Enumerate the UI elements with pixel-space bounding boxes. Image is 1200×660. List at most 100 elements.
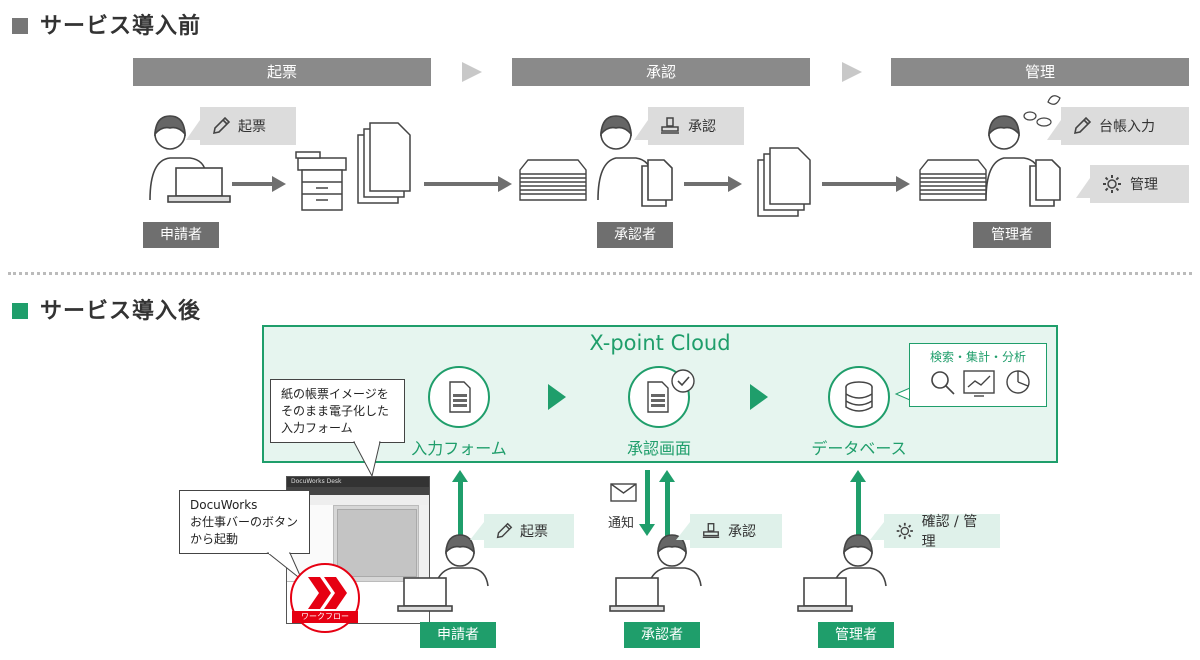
approver-person-icon: [597, 115, 673, 207]
notify-label: 通知: [608, 516, 635, 531]
form-document-icon: [449, 381, 471, 413]
role-applicant-before: 申請者: [143, 222, 219, 248]
node-label-approval: 承認画面: [626, 439, 691, 458]
copier-icon: [295, 151, 347, 211]
callout-pointer: [676, 522, 690, 540]
callout-shonin-text: 承認: [688, 119, 716, 135]
pencil-icon: [212, 116, 231, 135]
gear-icon: [1103, 175, 1121, 193]
analysis-label: 検索・集計・分析: [929, 350, 1026, 364]
up-arrow: [452, 470, 468, 546]
approval-document-icon: [647, 381, 669, 413]
callout-pointer: [470, 522, 484, 540]
note-docuworks: DocuWorks お仕事バーのボタン から起動: [179, 490, 310, 554]
applicant-person-icon: [149, 115, 231, 203]
window-title: DocuWorks Desk: [291, 478, 342, 485]
note-docuworks-line: お仕事バーのボタン: [190, 515, 299, 529]
callout-kakunin-after-text: 確認 / 管理: [921, 514, 978, 550]
before-section-title: サービス導入前: [12, 8, 201, 40]
window-canvas: [337, 509, 417, 577]
play-arrow-icon: [750, 384, 768, 410]
chevron-icon: [842, 62, 862, 82]
manager-person-icon: [985, 115, 1061, 207]
window-menubar: [287, 487, 429, 495]
before-title-text: サービス導入前: [40, 14, 202, 39]
chevron-icon: [462, 62, 482, 82]
role-approver-before: 承認者: [597, 222, 673, 248]
callout-shonin: 承認: [648, 107, 744, 145]
down-arrow: [639, 470, 655, 536]
paper-pile-icon: [519, 159, 587, 201]
callout-kihyo: 起票: [200, 107, 296, 145]
note-docuworks-line: から起動: [190, 532, 239, 546]
form-node-circle[interactable]: [428, 366, 490, 428]
stage-kihyo: 起票: [133, 58, 431, 86]
stage-shonin: 承認: [512, 58, 810, 86]
green-square-icon: [12, 303, 28, 319]
up-arrow: [659, 470, 675, 542]
magnifier-icon: [931, 371, 955, 395]
callout-kanri: 管理: [1090, 165, 1189, 203]
window-scrollbar[interactable]: [418, 505, 429, 585]
stamp-icon: [702, 523, 720, 539]
node-label-database: データベース: [811, 439, 907, 458]
callout-daicho: 台帳入力: [1061, 107, 1189, 145]
analysis-icons: [931, 370, 1030, 397]
callout-pointer: [634, 120, 648, 140]
up-arrow: [850, 470, 866, 546]
callout-pointer: [186, 120, 200, 140]
note-form-line: 紙の帳票イメージを: [281, 387, 389, 401]
database-icon: [845, 381, 873, 412]
role-manager-after: 管理者: [818, 622, 894, 648]
window-titlebar: DocuWorks Desk: [287, 477, 429, 487]
applicant-person-icon: [397, 534, 489, 612]
role-applicant-after: 申請者: [420, 622, 496, 648]
database-node-circle[interactable]: [828, 366, 890, 428]
approver-person-icon: [609, 534, 702, 612]
pencil-icon: [496, 522, 513, 539]
callout-kihyo-after-text: 起票: [520, 524, 548, 540]
callout-kakunin-after: 確認 / 管理: [884, 514, 1000, 550]
stage-chevrons: [462, 62, 862, 82]
paper-stack-icon: [357, 122, 411, 204]
workflow-chevron-icon: [308, 577, 347, 609]
line-chart-icon: [963, 370, 995, 397]
thought-bubble-icon: [1023, 95, 1061, 127]
role-approver-after: 承認者: [624, 622, 700, 648]
pie-chart-icon: [1006, 370, 1030, 394]
analysis-box: 検索・集計・分析: [909, 343, 1047, 407]
manager-person-icon: [797, 534, 887, 612]
flow-arrow: [424, 176, 512, 192]
callout-daicho-text: 台帳入力: [1099, 119, 1155, 135]
callout-shonin-after: 承認: [690, 514, 782, 548]
before-illustrations: [149, 95, 1090, 217]
note-form-description: 紙の帳票イメージを そのまま電子化した 入力フォーム: [270, 379, 405, 443]
callout-pointer: [1047, 120, 1061, 140]
note-form-line: 入力フォーム: [281, 421, 353, 435]
paper-stack-icon: [757, 147, 811, 217]
cloud-title: X-point Cloud: [589, 331, 731, 355]
note-docuworks-line: DocuWorks: [190, 498, 258, 512]
after-section-title: サービス導入後: [12, 293, 201, 325]
stage-kanri: 管理: [891, 58, 1189, 86]
callout-pointer: [870, 522, 884, 540]
pencil-icon: [1073, 116, 1092, 135]
play-arrow-icon: [548, 384, 566, 410]
workflow-label: ワークフロー: [292, 611, 358, 623]
after-title-text: サービス導入後: [40, 299, 202, 324]
workflow-button[interactable]: ワークフロー: [290, 563, 360, 633]
callout-kihyo-after: 起票: [484, 514, 574, 548]
envelope-icon: [610, 483, 637, 502]
gray-square-icon: [12, 18, 28, 34]
role-manager-before: 管理者: [973, 222, 1051, 248]
flow-arrow: [232, 176, 286, 192]
callout-pointer: [1076, 178, 1090, 198]
callout-shonin-after-text: 承認: [728, 524, 756, 540]
callout-kanri-text: 管理: [1130, 177, 1158, 193]
callout-kihyo-text: 起票: [238, 119, 266, 135]
flow-arrow: [822, 176, 910, 192]
note-form-line: そのまま電子化した: [281, 404, 390, 418]
window-toolbar: [287, 495, 429, 506]
